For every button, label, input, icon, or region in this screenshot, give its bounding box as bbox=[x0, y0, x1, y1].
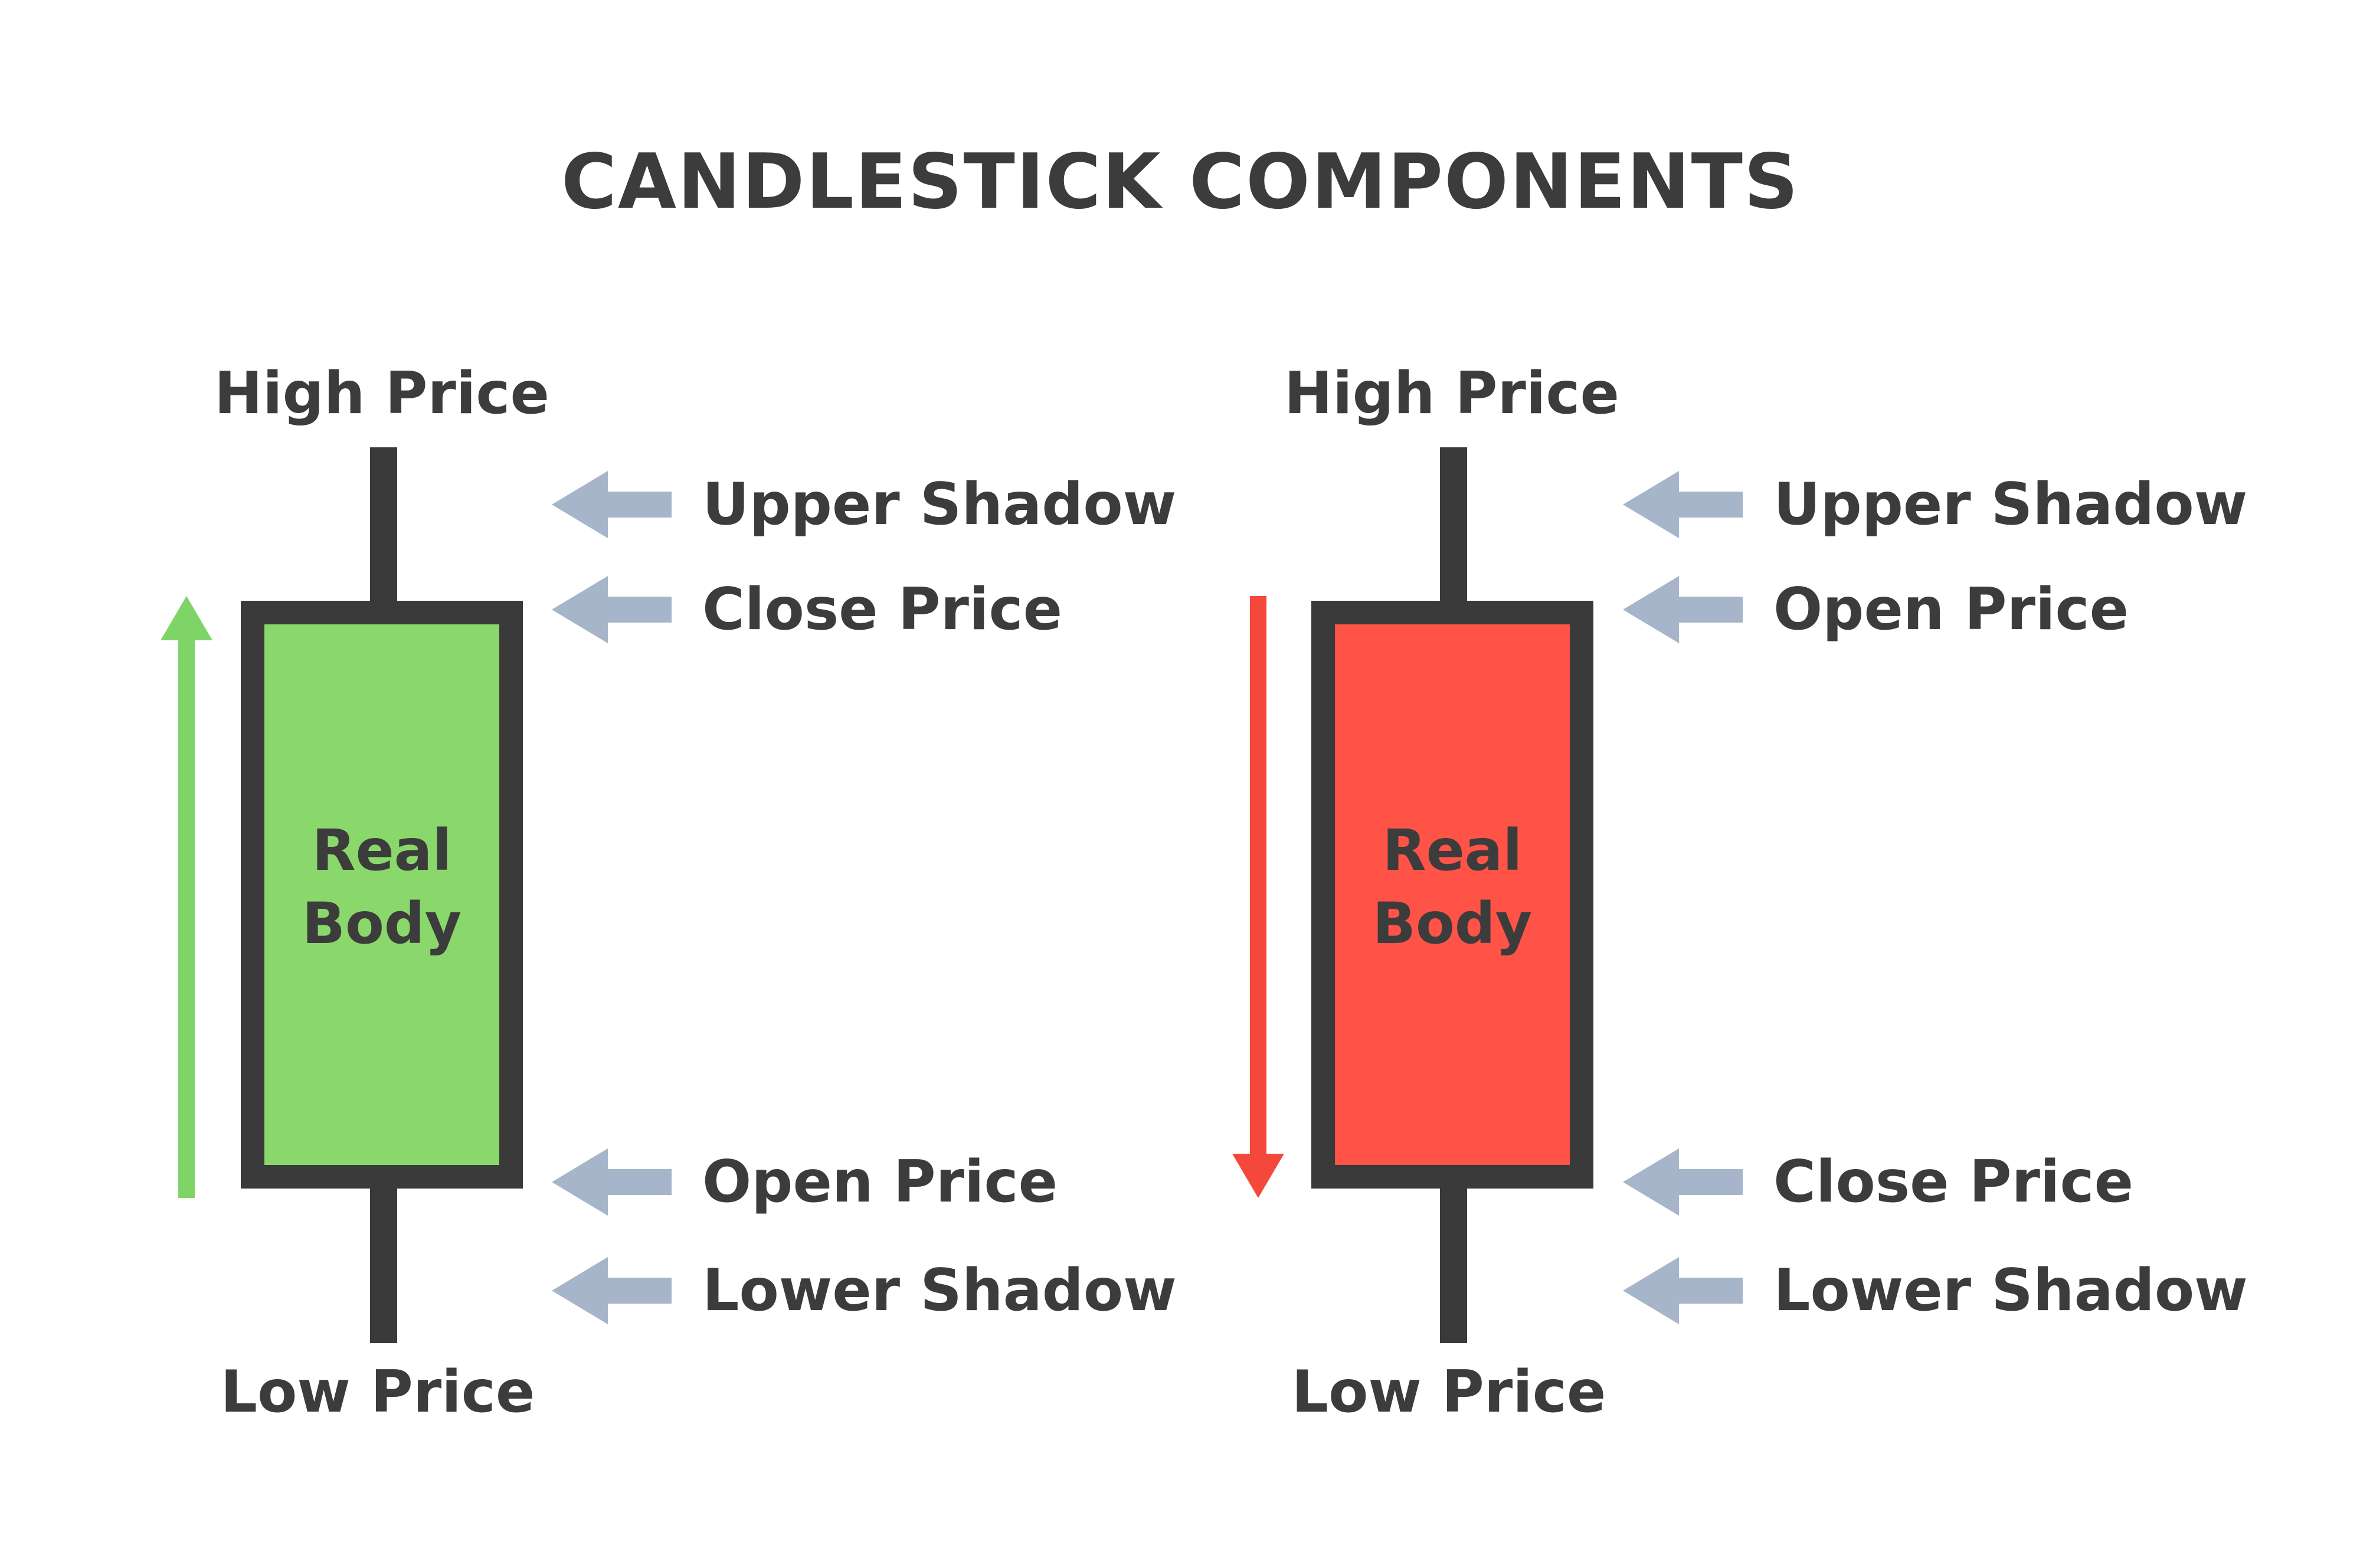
annotation-label: Close Price bbox=[1773, 1148, 2133, 1216]
pointer-arrow-icon bbox=[1623, 1257, 1743, 1324]
up-arrow-icon bbox=[161, 596, 212, 1198]
pointer-arrow-icon bbox=[1623, 471, 1743, 538]
diagram-title: CANDLESTICK COMPONENTS bbox=[561, 138, 1799, 226]
bearish-candlestick: High Price Real Body Low Price bbox=[1232, 360, 1619, 1426]
bullish-annotation-lower-shadow: Lower Shadow bbox=[552, 1257, 1177, 1324]
down-arrow-icon bbox=[1232, 596, 1284, 1198]
bullish-upper-wick bbox=[370, 447, 397, 602]
pointer-arrow-icon bbox=[552, 1257, 672, 1324]
bullish-candlestick: High Price Real Body Low Price bbox=[161, 360, 549, 1426]
bearish-lower-wick bbox=[1440, 1189, 1467, 1343]
pointer-arrow-icon bbox=[552, 1148, 672, 1216]
pointer-arrow-icon bbox=[552, 576, 672, 643]
annotation-label: Upper Shadow bbox=[1773, 471, 2247, 538]
bullish-high-price-label: High Price bbox=[214, 360, 549, 427]
bearish-annotation-close-price: Close Price bbox=[1623, 1148, 2133, 1216]
pointer-arrow-icon bbox=[1623, 1148, 1743, 1216]
pointer-arrow-icon bbox=[1623, 576, 1743, 643]
annotation-label: Lower Shadow bbox=[1773, 1257, 2248, 1324]
bullish-annotation-upper-shadow: Upper Shadow bbox=[552, 471, 1176, 538]
bullish-low-price-label: Low Price bbox=[221, 1359, 535, 1426]
bullish-body-label-line2: Body bbox=[302, 891, 461, 957]
bearish-annotation-open-price: Open Price bbox=[1623, 576, 2129, 643]
annotation-label: Open Price bbox=[702, 1148, 1058, 1216]
bearish-annotation-upper-shadow: Upper Shadow bbox=[1623, 471, 2247, 538]
bearish-real-body bbox=[1311, 601, 1593, 1189]
annotation-label: Lower Shadow bbox=[702, 1257, 1177, 1324]
bearish-high-price-label: High Price bbox=[1284, 360, 1619, 427]
bullish-annotation-open-price: Open Price bbox=[552, 1148, 1058, 1216]
annotation-label: Upper Shadow bbox=[702, 471, 1176, 538]
pointer-arrow-icon bbox=[552, 471, 672, 538]
bearish-body-label-line2: Body bbox=[1373, 891, 1532, 957]
bearish-annotation-lower-shadow: Lower Shadow bbox=[1623, 1257, 2248, 1324]
bearish-upper-wick bbox=[1440, 447, 1467, 602]
bullish-real-body bbox=[241, 601, 523, 1189]
bearish-body-label-line1: Real bbox=[1383, 817, 1523, 883]
bullish-annotation-close-price: Close Price bbox=[552, 576, 1062, 643]
bullish-body-label-line1: Real bbox=[312, 817, 452, 883]
annotation-label: Close Price bbox=[702, 576, 1062, 643]
bearish-low-price-label: Low Price bbox=[1292, 1359, 1606, 1426]
bullish-lower-wick bbox=[370, 1189, 397, 1343]
annotation-label: Open Price bbox=[1773, 576, 2129, 643]
